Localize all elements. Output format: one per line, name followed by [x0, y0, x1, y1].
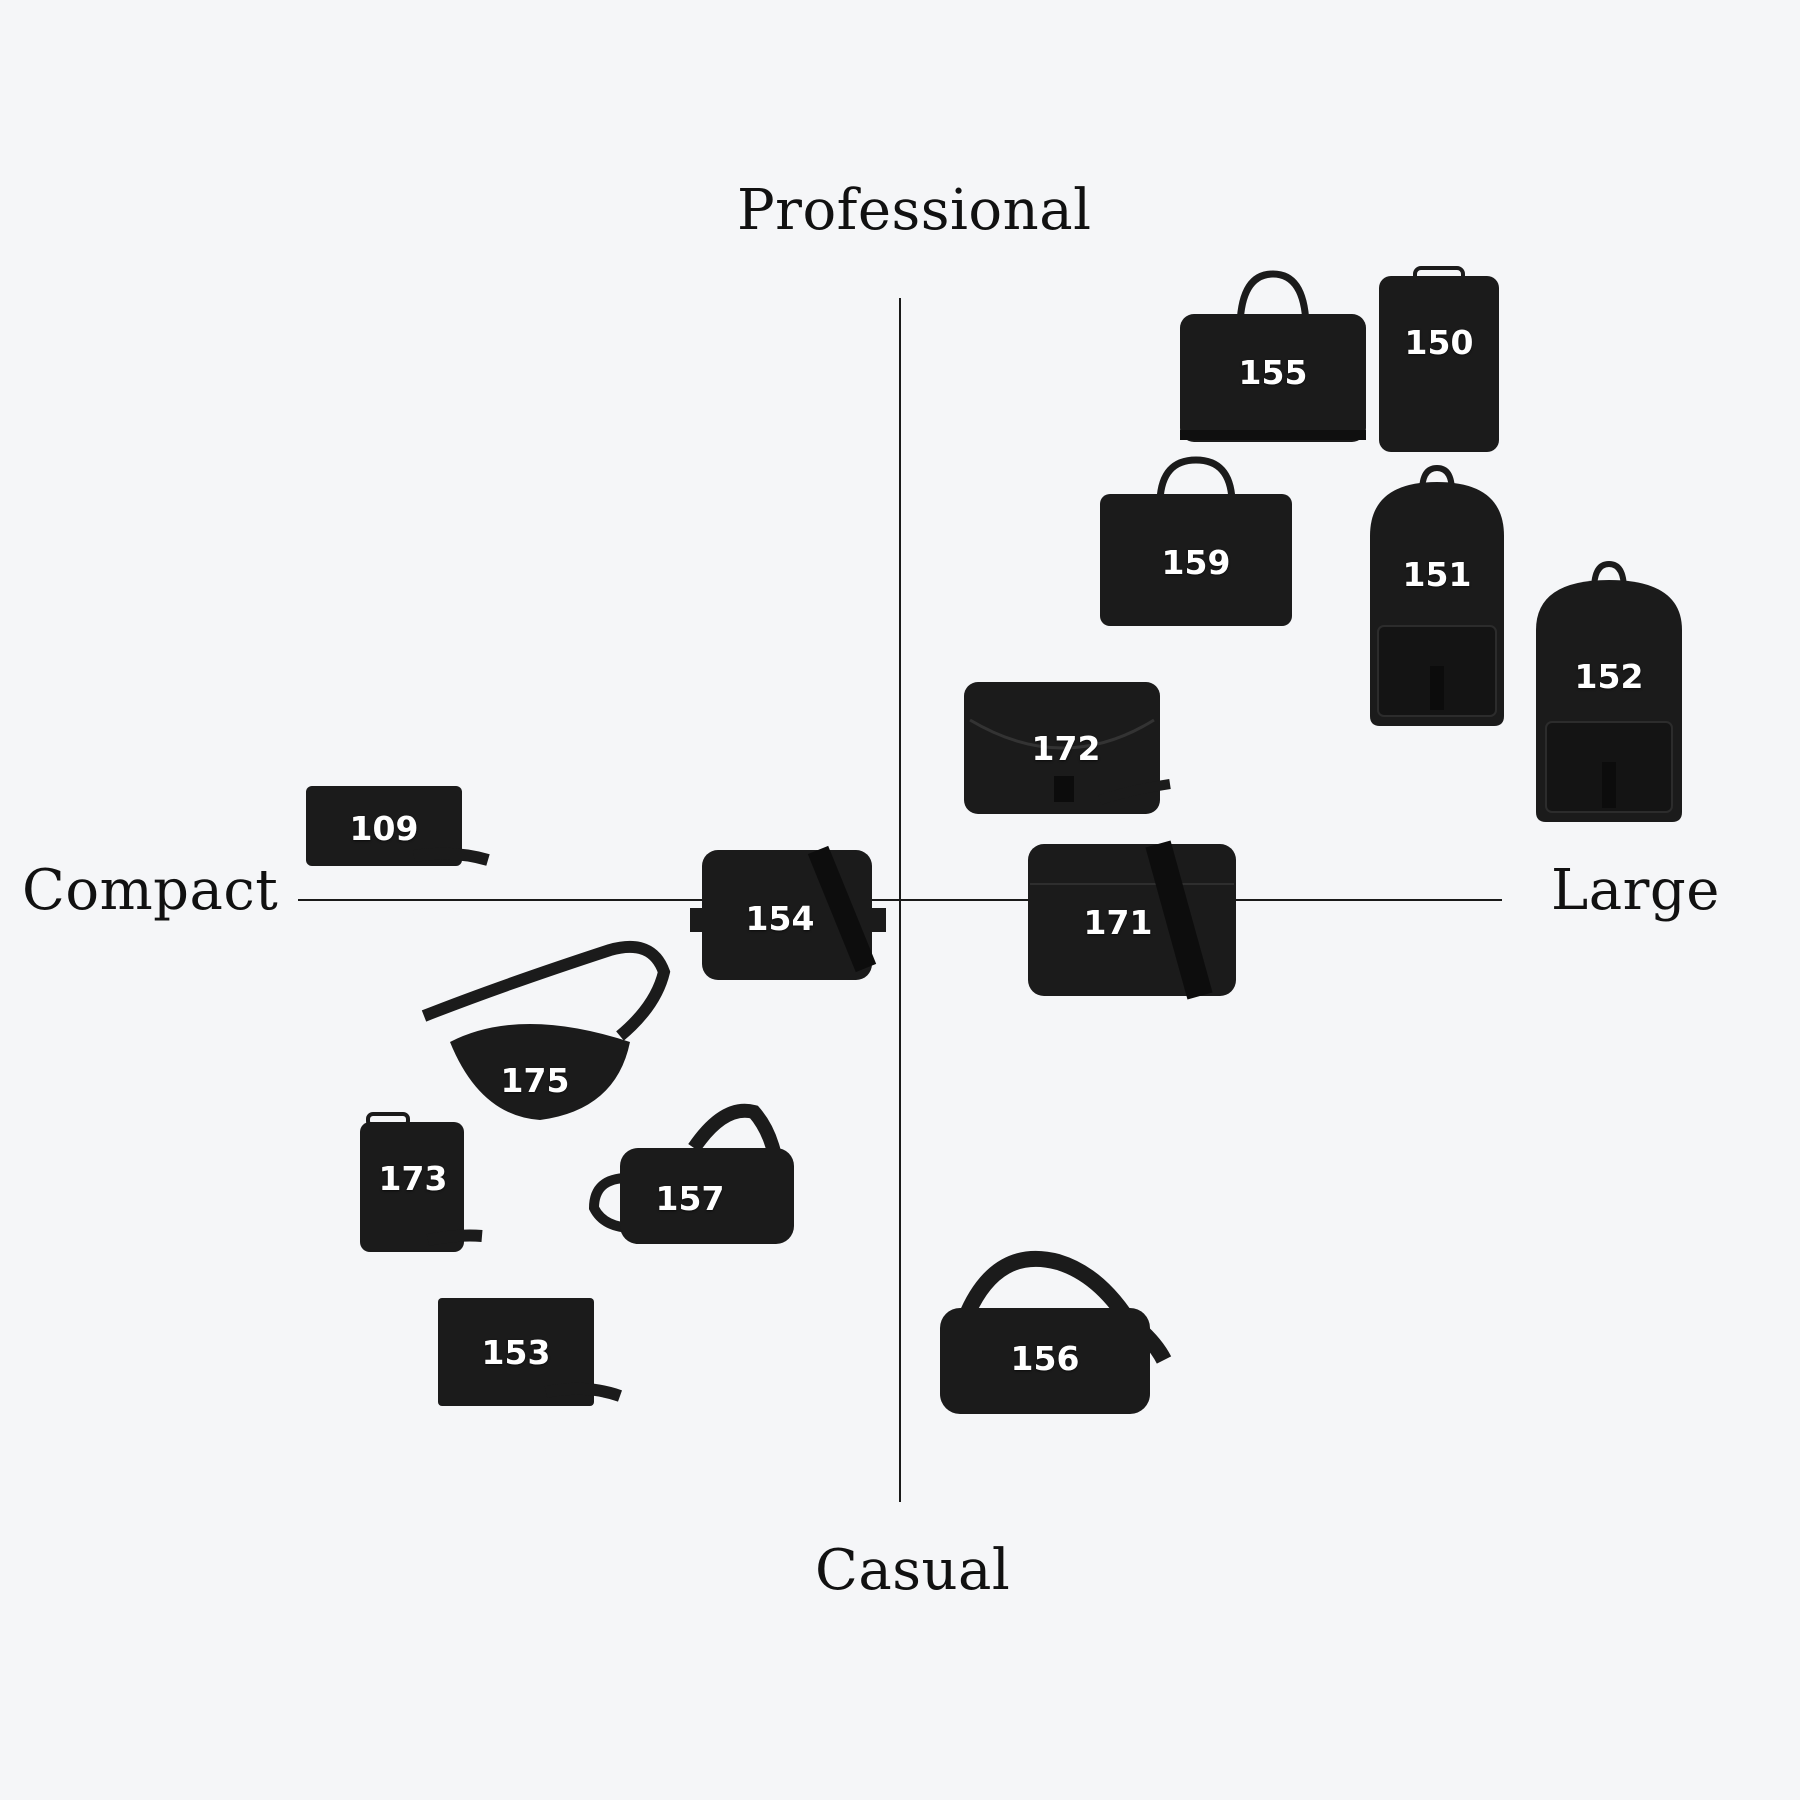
- backpack-icon: [1536, 560, 1682, 822]
- belt-bag-icon: [421, 940, 671, 1120]
- bag-number: 156: [1010, 1339, 1080, 1378]
- horizontal-axis: [298, 899, 1502, 901]
- bag-152[interactable]: 152: [1530, 560, 1688, 824]
- bag-150[interactable]: 150: [1377, 266, 1501, 454]
- bag-number: 152: [1574, 657, 1644, 696]
- bag-171[interactable]: 171: [1024, 840, 1240, 1000]
- bag-number: 150: [1404, 323, 1474, 362]
- bag-number: 175: [500, 1061, 570, 1100]
- pouch-icon: [306, 786, 490, 866]
- bag-153[interactable]: 153: [436, 1296, 622, 1410]
- bag-156[interactable]: 156: [938, 1250, 1172, 1416]
- bag-159[interactable]: 159: [1098, 456, 1294, 628]
- axis-label-large: Large: [1551, 858, 1720, 923]
- bag-175[interactable]: 175: [420, 940, 671, 1122]
- axis-label-compact: Compact: [22, 858, 279, 923]
- crossbody-icon: [690, 845, 886, 980]
- backpack-icon: [1379, 266, 1499, 452]
- briefcase-icon: [1180, 270, 1366, 442]
- bag-number: 109: [349, 809, 419, 848]
- axis-label-professional: Professional: [737, 178, 1092, 243]
- bag-number: 159: [1161, 543, 1231, 582]
- backpack-icon: [1370, 464, 1504, 726]
- axis-label-casual: Casual: [815, 1538, 1011, 1603]
- bag-173[interactable]: 173: [358, 1112, 484, 1254]
- bag-number: 155: [1238, 353, 1308, 392]
- messenger-icon: [964, 682, 1171, 814]
- sling-icon: [588, 1103, 794, 1244]
- bag-172[interactable]: 172: [960, 680, 1172, 816]
- bag-157[interactable]: 157: [584, 1098, 796, 1248]
- pouch-icon: [438, 1298, 622, 1406]
- bag-number: 171: [1083, 903, 1153, 942]
- messenger-icon: [1028, 840, 1236, 1000]
- bag-number: 151: [1402, 555, 1472, 594]
- phone-pouch-icon: [360, 1112, 483, 1252]
- bag-154[interactable]: 154: [690, 845, 886, 982]
- bag-155[interactable]: 155: [1178, 266, 1368, 446]
- bag-number: 153: [481, 1333, 551, 1372]
- bag-number: 173: [378, 1159, 448, 1198]
- bag-number: 157: [655, 1179, 725, 1218]
- bag-number: 172: [1031, 729, 1101, 768]
- sling-icon: [940, 1250, 1172, 1414]
- bag-151[interactable]: 151: [1364, 464, 1510, 728]
- bag-109[interactable]: 109: [304, 784, 490, 868]
- bag-number: 154: [745, 899, 815, 938]
- briefcase-icon: [1100, 456, 1292, 626]
